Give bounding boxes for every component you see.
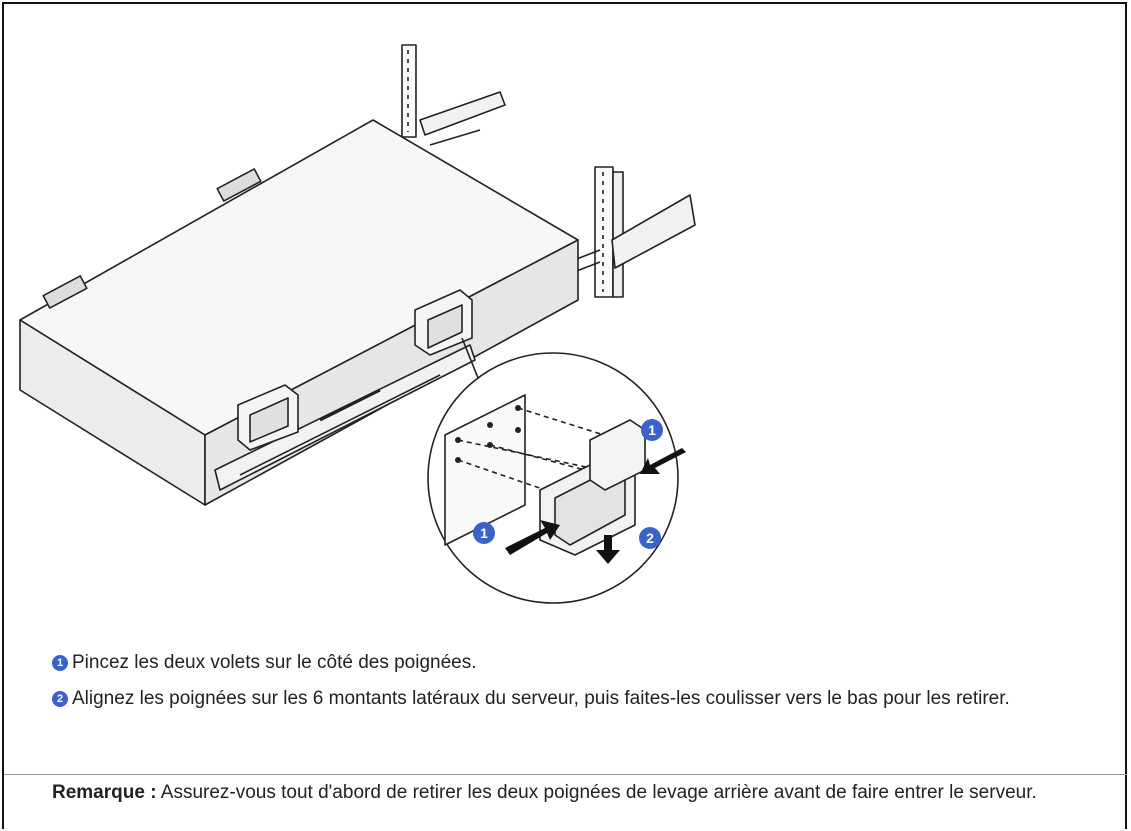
callout-line	[461, 337, 479, 379]
callout-badge-1a: 1	[641, 419, 663, 441]
step-2-text: Alignez les poignées sur les 6 montants …	[72, 688, 1010, 709]
svg-text:1: 1	[648, 422, 656, 438]
step-1-badge: 1	[52, 655, 68, 671]
lift-handle-front	[237, 384, 299, 451]
note-text: Assurez-vous tout d'abord de retirer les…	[160, 782, 1037, 803]
note: Remarque : Assurez-vous tout d'abord de …	[52, 780, 1092, 806]
svg-text:1: 1	[480, 525, 488, 541]
note-label: Remarque :	[52, 782, 157, 803]
svg-text:2: 2	[646, 530, 654, 546]
server-rack-illustration: 1 1 2	[19, 44, 696, 604]
step-2-badge: 2	[52, 691, 68, 707]
step-1-text: Pincez les deux volets sur le côté des p…	[72, 652, 477, 673]
lift-handle-rear	[414, 289, 473, 356]
zoom-detail-circle	[427, 352, 686, 604]
front-rack-post	[594, 166, 624, 298]
callout-badge-2: 2	[639, 527, 661, 549]
rear-rack-post	[401, 44, 417, 138]
callout-badge-1b: 1	[473, 522, 495, 544]
server-chassis	[19, 119, 579, 506]
note-separator	[4, 774, 1127, 775]
